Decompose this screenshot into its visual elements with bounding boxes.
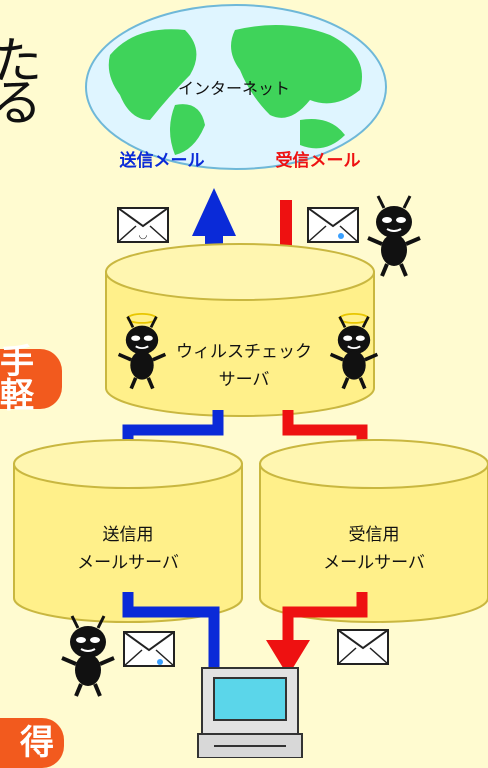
gain-badge: 得 bbox=[0, 718, 64, 768]
receive-server-label-line2: メールサーバ bbox=[323, 553, 425, 573]
receive-arrow-down bbox=[266, 640, 310, 676]
virus-check-server-label-line1: ウィルスチェック bbox=[176, 342, 312, 362]
virus-bug-icon bbox=[116, 312, 168, 391]
receive-line-lower bbox=[282, 592, 368, 640]
envelope-icon bbox=[307, 207, 359, 243]
cropped-heading-char: た bbox=[0, 32, 42, 90]
send-line-lower bbox=[122, 592, 220, 670]
send-server-label-line1: 送信用 bbox=[103, 525, 154, 545]
virus-check-server-label-line2: サーバ bbox=[219, 370, 270, 390]
virus-bug-icon bbox=[328, 312, 380, 391]
cropped-heading-char: る bbox=[0, 74, 42, 132]
receive-server-label-line1: 受信用 bbox=[349, 525, 400, 545]
globe-icon: インターネット bbox=[85, 4, 387, 170]
virus-check-server-cylinder bbox=[105, 243, 375, 417]
envelope-icon bbox=[337, 629, 389, 665]
send-mail-server-cylinder bbox=[13, 439, 243, 623]
envelope-icon bbox=[123, 631, 175, 667]
receive-mail-server-cylinder bbox=[259, 439, 488, 623]
receive-mail-label: 受信メール bbox=[276, 150, 361, 171]
send-mail-label: 送信メール bbox=[120, 150, 205, 171]
envelope-icon: ◡ bbox=[117, 207, 169, 243]
computer-icon bbox=[197, 667, 303, 758]
send-server-label-line2: メールサーバ bbox=[77, 553, 179, 573]
easy-badge: 手軽 bbox=[0, 345, 62, 413]
virus-bug-icon bbox=[366, 194, 422, 278]
svg-text:◡: ◡ bbox=[139, 230, 148, 241]
internet-label: インターネット bbox=[178, 79, 290, 98]
virus-bug-icon bbox=[60, 614, 116, 698]
